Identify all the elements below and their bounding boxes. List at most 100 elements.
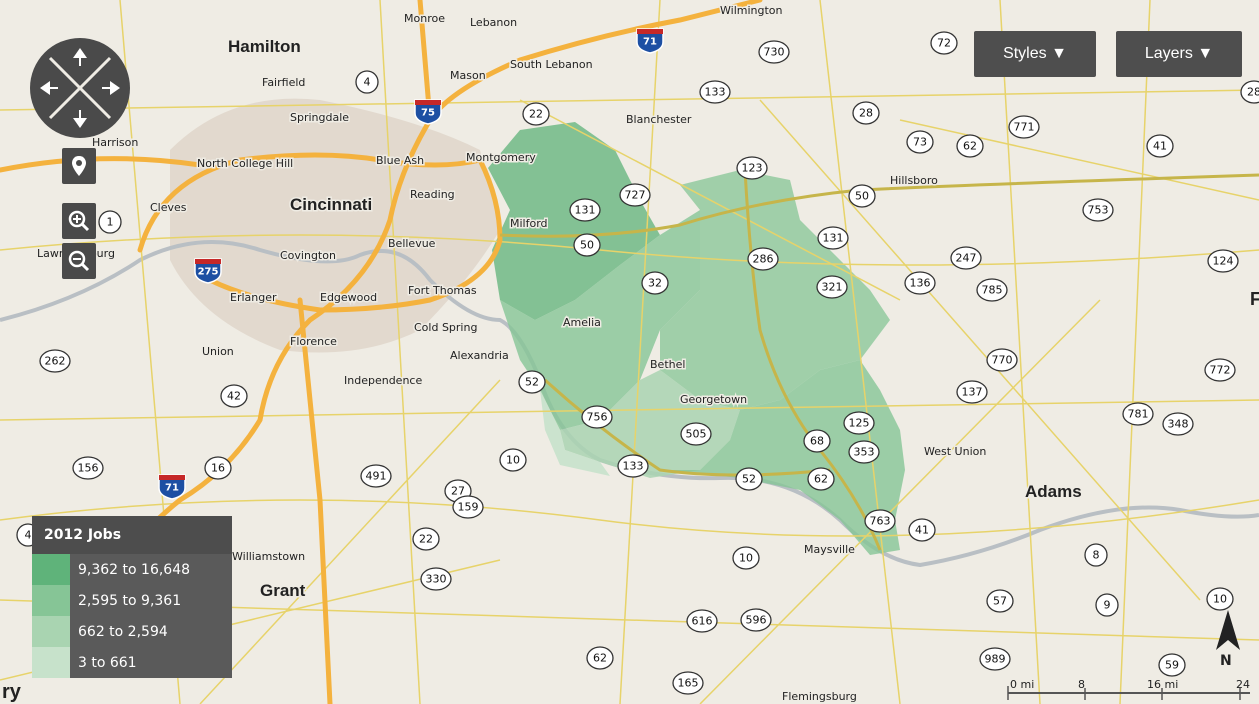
place-name: South Lebanon bbox=[510, 58, 593, 71]
route-shield-icon: 22 bbox=[412, 527, 440, 551]
route-shield-icon: 137 bbox=[956, 380, 988, 404]
edge-label-left: ry bbox=[2, 681, 22, 703]
route-shield-icon: 52 bbox=[518, 370, 546, 394]
route-shield-icon: 756 bbox=[581, 405, 613, 429]
scale-label-twentyfour: 24 bbox=[1236, 678, 1250, 691]
route-shield-icon: 50 bbox=[848, 184, 876, 208]
route-shield-icon: 505 bbox=[680, 422, 712, 446]
place-name: Lebanon bbox=[470, 16, 517, 29]
region-low bbox=[540, 390, 610, 476]
route-shield-icon: 136 bbox=[904, 271, 936, 295]
pan-down-icon[interactable] bbox=[73, 118, 87, 128]
pan-left-icon[interactable] bbox=[40, 81, 50, 95]
route-number: 159 bbox=[458, 501, 479, 514]
route-shield-icon: 62 bbox=[956, 134, 984, 158]
route-shield-icon: 321 bbox=[816, 275, 848, 299]
route-shield-icon: 156 bbox=[72, 456, 104, 480]
legend-item: 2,595 to 9,361 bbox=[32, 585, 232, 616]
pan-control[interactable] bbox=[30, 38, 130, 138]
route-number: 137 bbox=[962, 386, 983, 399]
route-number: 22 bbox=[529, 108, 543, 121]
place-label: Blue Ash bbox=[375, 153, 426, 169]
route-shield-icon: 131 bbox=[817, 226, 849, 250]
route-shield-icon: 22 bbox=[522, 102, 550, 126]
region-midhigh-2 bbox=[660, 170, 890, 410]
zoom-out-button[interactable] bbox=[62, 243, 96, 279]
zoom-in-button[interactable] bbox=[62, 203, 96, 239]
route-shield-icon: 247 bbox=[950, 246, 982, 270]
north-label: N bbox=[1220, 653, 1232, 669]
legend-label: 9,362 to 16,648 bbox=[78, 561, 191, 578]
route-number: 68 bbox=[810, 435, 824, 448]
place-label: Lebanon bbox=[469, 15, 519, 31]
place-label: Union bbox=[201, 344, 236, 360]
place-name: Maysville bbox=[804, 543, 855, 556]
route-number: 753 bbox=[1088, 204, 1109, 217]
place-label: Fairfield bbox=[261, 75, 307, 91]
route-number: 73 bbox=[913, 136, 927, 149]
pan-right-icon[interactable] bbox=[110, 81, 120, 95]
interstate-number: 75 bbox=[421, 108, 435, 119]
route-number: 62 bbox=[593, 652, 607, 665]
locate-button[interactable] bbox=[62, 148, 96, 184]
place-label: Montgomery bbox=[465, 150, 538, 166]
county-regions bbox=[488, 122, 905, 555]
route-shield-icon: 491 bbox=[360, 464, 392, 488]
route-number: 730 bbox=[764, 46, 785, 59]
route-shield-icon: 57 bbox=[986, 589, 1014, 613]
place-name: Bellevue bbox=[388, 237, 436, 250]
route-shield-icon: 16 bbox=[204, 456, 232, 480]
place-name: Grant bbox=[260, 581, 306, 600]
interstate-number: 275 bbox=[198, 267, 219, 278]
route-shield-icon: 730 bbox=[758, 40, 790, 64]
route-shield-icon: 28 bbox=[852, 101, 880, 125]
place-label: Mason bbox=[449, 68, 488, 84]
route-shield-icon: 781 bbox=[1122, 402, 1154, 426]
zoom-out-icon bbox=[68, 250, 90, 272]
interstate-number: 71 bbox=[643, 37, 657, 48]
north-arrow-icon: N bbox=[1216, 610, 1240, 669]
route-number: 781 bbox=[1128, 408, 1149, 421]
route-number: 353 bbox=[854, 446, 875, 459]
legend-swatch bbox=[32, 616, 70, 647]
route-number: 616 bbox=[692, 615, 713, 628]
route-shield-icon: 9 bbox=[1095, 593, 1119, 617]
pan-up-icon[interactable] bbox=[73, 48, 87, 58]
interstate-number: 71 bbox=[165, 483, 179, 494]
route-number: 989 bbox=[985, 653, 1006, 666]
route-number: 321 bbox=[822, 281, 843, 294]
route-shield-icon: 8 bbox=[1084, 543, 1108, 567]
edge-label-right: F bbox=[1250, 289, 1259, 309]
place-label: Adams bbox=[1024, 481, 1084, 503]
route-shield-icon: 159 bbox=[452, 495, 484, 519]
place-label: Williamstown bbox=[231, 549, 307, 565]
legend-swatch bbox=[32, 585, 70, 616]
route-shield-icon: 262 bbox=[39, 349, 71, 373]
place-label: Springdale bbox=[289, 110, 351, 126]
place-label: Flemingsburg bbox=[781, 689, 859, 704]
place-name: Amelia bbox=[563, 316, 601, 329]
place-label: Erlanger bbox=[229, 290, 279, 306]
route-number: 491 bbox=[366, 470, 387, 483]
route-number: 262 bbox=[45, 355, 66, 368]
place-name: Monroe bbox=[404, 12, 445, 25]
route-shield-icon: 770 bbox=[986, 348, 1018, 372]
route-shield-icon: 330 bbox=[420, 567, 452, 591]
place-name: Mason bbox=[450, 69, 486, 82]
place-name: Williamstown bbox=[232, 550, 305, 563]
route-number: 756 bbox=[587, 411, 608, 424]
route-number: 165 bbox=[678, 677, 699, 690]
route-shield-icon: 28 bbox=[1240, 80, 1259, 104]
route-shield-icon: 348 bbox=[1162, 412, 1194, 436]
layers-button[interactable]: Layers ▼ bbox=[1116, 31, 1242, 77]
route-number: 156 bbox=[78, 462, 99, 475]
place-name: Wilmington bbox=[720, 4, 783, 17]
state-routes bbox=[499, 169, 1259, 551]
place-label: Hamilton bbox=[227, 36, 303, 58]
place-label: Monroe bbox=[403, 11, 447, 27]
styles-button[interactable]: Styles ▼ bbox=[974, 31, 1096, 77]
place-name: Georgetown bbox=[680, 393, 747, 406]
route-number: 4 bbox=[364, 76, 371, 89]
highways bbox=[0, 0, 763, 704]
route-number: 596 bbox=[746, 614, 767, 627]
